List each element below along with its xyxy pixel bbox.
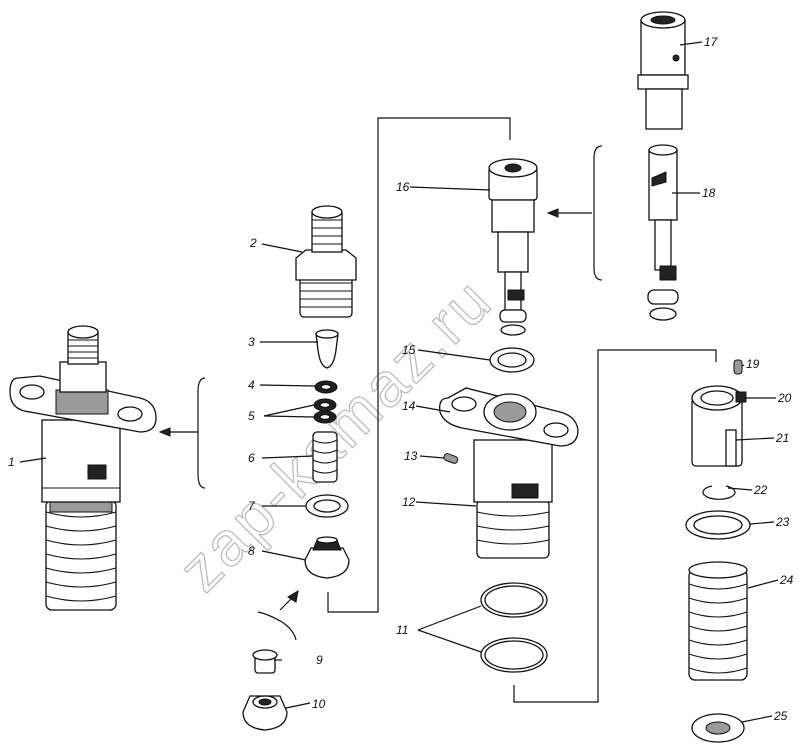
label-16: 16 bbox=[396, 180, 410, 194]
label-2: 2 bbox=[249, 236, 257, 250]
part-17-sleeve bbox=[637, 11, 689, 130]
arrow-to-part-1 bbox=[158, 427, 171, 437]
label-24: 24 bbox=[779, 573, 794, 587]
part-20-21-control-sleeve bbox=[691, 385, 747, 467]
part-18-plunger bbox=[647, 144, 679, 321]
part-6-spring bbox=[312, 431, 338, 483]
part-16-plunger-pair bbox=[488, 158, 538, 336]
label-19: 19 bbox=[746, 357, 760, 371]
part-15-ring bbox=[489, 347, 535, 373]
part-25-spring-plate bbox=[691, 713, 745, 743]
label-13: 13 bbox=[404, 449, 418, 463]
label-14: 14 bbox=[402, 399, 416, 413]
part-9-valve bbox=[252, 649, 278, 674]
part-10-seat bbox=[242, 695, 288, 731]
part-7-gasket bbox=[305, 494, 349, 518]
part-1-pump-section bbox=[9, 325, 157, 611]
label-3: 3 bbox=[248, 335, 255, 349]
part-2-fitting bbox=[295, 205, 357, 318]
label-1: 1 bbox=[8, 455, 15, 469]
label-20: 20 bbox=[777, 391, 792, 405]
bracket-17-18 bbox=[593, 145, 603, 281]
label-6: 6 bbox=[248, 451, 255, 465]
label-18: 18 bbox=[702, 186, 716, 200]
label-9: 9 bbox=[316, 653, 323, 667]
label-21: 21 bbox=[775, 431, 789, 445]
label-11: 11 bbox=[396, 623, 408, 637]
part-13-pin bbox=[443, 453, 459, 464]
part-23-washer bbox=[685, 510, 751, 540]
part-3-valve bbox=[315, 333, 339, 369]
label-25: 25 bbox=[773, 709, 788, 723]
connector-11-frame bbox=[513, 349, 717, 703]
label-5: 5 bbox=[248, 409, 255, 423]
label-10: 10 bbox=[312, 697, 326, 711]
label-8: 8 bbox=[248, 544, 255, 558]
label-17: 17 bbox=[704, 35, 719, 49]
part-11-o-rings bbox=[480, 582, 548, 673]
leader-lines bbox=[19, 41, 779, 723]
label-15: 15 bbox=[402, 343, 416, 357]
label-4: 4 bbox=[248, 378, 255, 392]
label-23: 23 bbox=[775, 515, 790, 529]
part-22-circlip bbox=[702, 485, 736, 500]
part-12-14-pump-body bbox=[439, 387, 579, 559]
arrow-9-10 bbox=[287, 590, 299, 603]
part-8-valve-seat bbox=[304, 536, 350, 579]
part-19-pin bbox=[733, 359, 743, 375]
bracket-9-10 bbox=[257, 611, 297, 641]
connector-8-16 bbox=[327, 117, 511, 613]
label-7: 7 bbox=[248, 499, 256, 513]
part-24-spring bbox=[688, 561, 748, 681]
bracket-4-7 bbox=[197, 377, 206, 489]
arrow-to-part-16 bbox=[546, 208, 559, 218]
label-22: 22 bbox=[753, 483, 768, 497]
label-12: 12 bbox=[402, 495, 416, 509]
